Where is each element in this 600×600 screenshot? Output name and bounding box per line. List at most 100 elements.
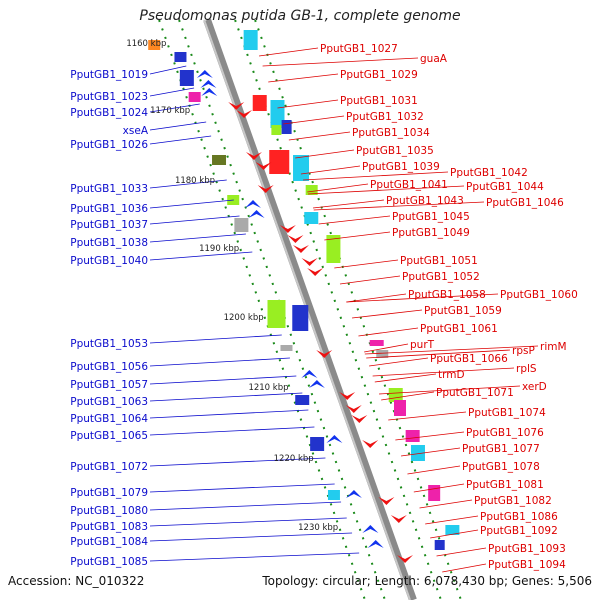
right-gene-label[interactable]: PputGB1_1051 bbox=[400, 255, 478, 267]
gene-feature[interactable] bbox=[327, 490, 340, 500]
right-gene-label[interactable]: PputGB1_1031 bbox=[340, 95, 418, 107]
left-label-connector bbox=[149, 483, 335, 493]
gene-feature[interactable] bbox=[188, 92, 201, 102]
left-label-connector bbox=[149, 552, 360, 562]
gene-feature[interactable] bbox=[174, 52, 187, 62]
gene-feature[interactable] bbox=[376, 350, 389, 358]
left-gene-label[interactable]: PputGB1_1024 bbox=[70, 107, 148, 119]
gene-feature[interactable] bbox=[271, 125, 282, 135]
right-gene-label[interactable]: purT bbox=[410, 339, 435, 351]
left-gene-label[interactable]: PputGB1_1084 bbox=[70, 536, 148, 548]
gene-feature[interactable] bbox=[369, 340, 384, 346]
left-gene-label[interactable]: PputGB1_1023 bbox=[70, 91, 148, 103]
left-gene-label[interactable]: PputGB1_1083 bbox=[70, 521, 148, 533]
right-gene-label[interactable]: PputGB1_1071 bbox=[436, 387, 514, 399]
left-gene-label[interactable]: PputGB1_1019 bbox=[70, 69, 148, 81]
right-gene-label[interactable]: PputGB1_1093 bbox=[488, 543, 566, 555]
left-gene-label[interactable]: PputGB1_1040 bbox=[70, 255, 148, 267]
left-label-connector bbox=[149, 409, 309, 419]
gene-feature[interactable] bbox=[388, 388, 403, 402]
gene-feature[interactable] bbox=[292, 305, 309, 331]
gene-feature[interactable] bbox=[305, 185, 318, 195]
strand-arrow-icon bbox=[301, 370, 318, 378]
right-gene-label[interactable]: PputGB1_1060 bbox=[500, 289, 578, 301]
right-gene-label[interactable]: PputGB1_1078 bbox=[462, 461, 540, 473]
right-gene-label[interactable]: PputGB1_1035 bbox=[356, 145, 434, 157]
right-gene-label[interactable]: PputGB1_1045 bbox=[392, 211, 470, 223]
gene-feature[interactable] bbox=[405, 430, 420, 442]
right-gene-label[interactable]: PputGB1_1044 bbox=[466, 181, 544, 193]
left-gene-label[interactable]: PputGB1_1037 bbox=[70, 219, 148, 231]
gene-feature[interactable] bbox=[179, 70, 194, 86]
right-gene-label[interactable]: PputGB1_1042 bbox=[450, 167, 528, 179]
left-label-connector bbox=[149, 517, 347, 527]
right-gene-label[interactable]: PputGB1_1039 bbox=[362, 161, 440, 173]
right-gene-label[interactable]: PputGB1_1032 bbox=[346, 111, 424, 123]
right-gene-label[interactable]: PputGB1_1049 bbox=[392, 227, 470, 239]
right-gene-label[interactable]: PputGB1_1029 bbox=[340, 69, 418, 81]
strand-arrow-icon bbox=[397, 555, 414, 563]
left-gene-label[interactable]: PputGB1_1036 bbox=[70, 203, 148, 215]
gene-feature[interactable] bbox=[445, 525, 460, 535]
right-gene-label[interactable]: PputGB1_1081 bbox=[466, 479, 544, 491]
gene-feature[interactable] bbox=[267, 300, 286, 328]
left-gene-label[interactable]: PputGB1_1064 bbox=[70, 413, 148, 425]
left-gene-label[interactable]: PputGB1_1072 bbox=[70, 461, 148, 473]
right-gene-label[interactable]: PputGB1_1061 bbox=[420, 323, 498, 335]
left-gene-label[interactable]: PputGB1_1038 bbox=[70, 237, 148, 249]
right-label-connector bbox=[364, 343, 409, 353]
right-gene-label[interactable]: PputGB1_1082 bbox=[474, 495, 552, 507]
right-gene-label[interactable]: PputGB1_1074 bbox=[468, 407, 546, 419]
right-gene-label[interactable]: trmD bbox=[438, 369, 465, 381]
left-gene-label[interactable]: PputGB1_1079 bbox=[70, 487, 148, 499]
left-gene-label[interactable]: PputGB1_1033 bbox=[70, 183, 148, 195]
left-gene-label[interactable]: PputGB1_1063 bbox=[70, 396, 148, 408]
gene-feature[interactable] bbox=[212, 155, 227, 165]
left-gene-label[interactable]: PputGB1_1057 bbox=[70, 379, 148, 391]
gene-feature[interactable] bbox=[280, 345, 293, 351]
right-gene-label[interactable]: PputGB1_1041 bbox=[370, 179, 448, 191]
gene-feature[interactable] bbox=[269, 150, 290, 174]
right-gene-label[interactable]: PputGB1_1092 bbox=[480, 525, 558, 537]
gene-feature[interactable] bbox=[148, 40, 161, 50]
left-gene-label[interactable]: PputGB1_1080 bbox=[70, 505, 148, 517]
gene-feature[interactable] bbox=[252, 95, 267, 111]
right-gene-label[interactable]: guaA bbox=[420, 53, 448, 65]
strand-arrow-icon bbox=[255, 162, 272, 170]
gene-feature[interactable] bbox=[428, 485, 441, 501]
gene-feature[interactable] bbox=[270, 100, 285, 128]
right-gene-label[interactable]: PputGB1_1076 bbox=[466, 427, 544, 439]
gene-feature[interactable] bbox=[394, 400, 406, 416]
right-gene-label[interactable]: rimM bbox=[540, 341, 567, 353]
gene-feature[interactable] bbox=[310, 437, 325, 451]
left-gene-label[interactable]: PputGB1_1065 bbox=[70, 430, 148, 442]
right-gene-label[interactable]: PputGB1_1052 bbox=[402, 271, 480, 283]
gene-feature[interactable] bbox=[410, 445, 425, 461]
right-gene-label[interactable]: rpsP bbox=[512, 345, 535, 357]
right-gene-label[interactable]: rplS bbox=[516, 363, 537, 375]
gene-feature[interactable] bbox=[281, 120, 292, 134]
left-gene-label[interactable]: PputGB1_1056 bbox=[70, 361, 148, 373]
gene-feature[interactable] bbox=[293, 155, 310, 181]
gene-feature[interactable] bbox=[434, 540, 445, 550]
right-gene-label[interactable]: PputGB1_1027 bbox=[320, 43, 398, 55]
right-gene-label[interactable]: PputGB1_1046 bbox=[486, 197, 564, 209]
right-gene-label[interactable]: PputGB1_1077 bbox=[462, 443, 540, 455]
left-gene-label[interactable]: PputGB1_1053 bbox=[70, 338, 148, 350]
left-gene-label[interactable]: PputGB1_1026 bbox=[70, 139, 148, 151]
right-gene-label[interactable]: PputGB1_1058 bbox=[408, 289, 486, 301]
right-gene-label[interactable]: PputGB1_1034 bbox=[352, 127, 430, 139]
left-gene-label[interactable]: xseA bbox=[123, 125, 149, 137]
right-gene-label[interactable]: PputGB1_1094 bbox=[488, 559, 566, 571]
left-gene-label[interactable]: PputGB1_1085 bbox=[70, 556, 148, 568]
gene-feature[interactable] bbox=[304, 212, 319, 224]
right-gene-label[interactable]: PputGB1_1043 bbox=[386, 195, 464, 207]
gene-feature[interactable] bbox=[234, 218, 249, 232]
right-gene-label[interactable]: PputGB1_1066 bbox=[430, 353, 508, 365]
gene-feature[interactable] bbox=[326, 235, 341, 263]
right-gene-label[interactable]: PputGB1_1059 bbox=[424, 305, 502, 317]
gene-feature[interactable] bbox=[295, 395, 310, 405]
right-gene-label[interactable]: PputGB1_1086 bbox=[480, 511, 558, 523]
gene-feature[interactable] bbox=[243, 30, 258, 50]
right-gene-label[interactable]: xerD bbox=[522, 381, 547, 393]
